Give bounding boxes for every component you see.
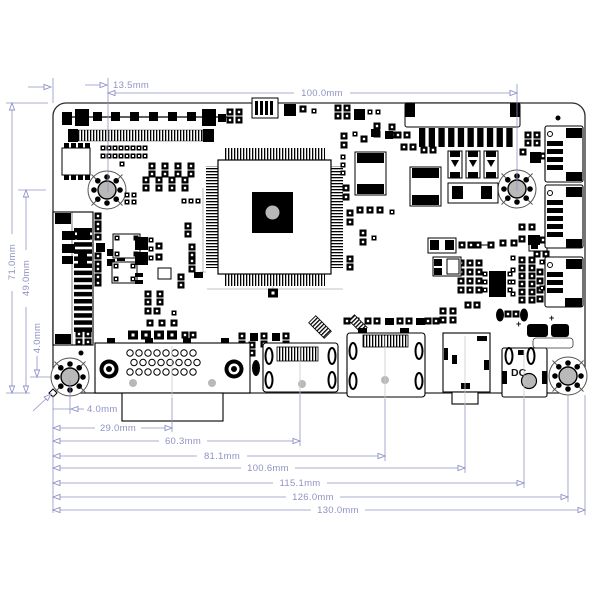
dim-label-115-1mm: 115.1mm (280, 478, 321, 489)
top-edge-components (227, 97, 561, 124)
dim-label-29-0mm: 29.0mm (100, 423, 136, 434)
vga-overhang (121, 392, 224, 422)
hdmi-connector-2 (346, 328, 426, 398)
dim-label-4-0mm-horizontal: 4.0mm (87, 404, 118, 415)
cap-plus-mark-2: + (549, 313, 554, 323)
right-connector-2 (544, 184, 584, 249)
dim-label-126-0mm: 126.0mm (292, 492, 334, 503)
electrolytic-capacitors: + + (516, 313, 574, 349)
dim-label-4-0mm-vertical: 4.0mm (32, 323, 43, 354)
dim-label-13-5mm: 13.5mm (113, 80, 149, 91)
dim-label-60-3mm: 60.3mm (165, 436, 201, 447)
backlight-header (62, 109, 228, 142)
dim-label-130-0mm: 130.0mm (317, 505, 359, 516)
dimension-labels: 13.5mm 100.0mm 71.0mm 49.0mm 4.0mm 4.0mm… (7, 80, 359, 516)
ffc-connector-top (404, 102, 521, 147)
dim-label-100-6mm: 100.6mm (247, 463, 289, 474)
dc-jack: DC (501, 347, 548, 398)
qfp-ic (200, 148, 343, 292)
vga-connector (94, 338, 251, 422)
mounting-hole-top-left (87, 170, 127, 210)
dim-label-49-0mm: 49.0mm (21, 260, 32, 296)
mounting-hole-bottom-right (548, 356, 588, 396)
dim-label-81-1mm: 81.1mm (204, 451, 240, 462)
dim-label-71-0mm: 71.0mm (7, 244, 18, 280)
audio-jack (442, 332, 491, 405)
dim-label-100-0mm: 100.0mm (301, 88, 343, 99)
right-connector-1 (544, 125, 584, 183)
right-connector-3 (544, 256, 584, 308)
cap-plus-mark-1: + (516, 319, 521, 329)
hdmi-connector-1 (262, 342, 339, 393)
dimension-lines (6, 78, 587, 515)
connector-center-lines (171, 336, 525, 405)
